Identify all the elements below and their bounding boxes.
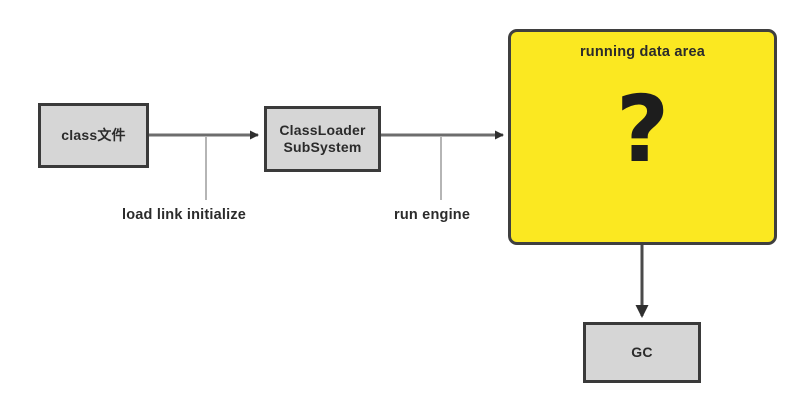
node-running-data-area-label: running data area: [579, 44, 706, 60]
node-classloader-label-line1: ClassLoader: [279, 121, 366, 138]
node-classloader-subsystem[interactable]: ClassLoader SubSystem: [264, 106, 381, 172]
node-classloader-text: ClassLoader SubSystem: [279, 122, 365, 157]
node-classloader-label-line2: SubSystem: [283, 139, 362, 155]
edge-label-load-link-initialize: load link initialize: [122, 207, 247, 223]
node-running-data-area[interactable]: running data area ?: [508, 29, 777, 245]
edge-label-run-engine: run engine: [394, 207, 471, 223]
node-gc[interactable]: GC: [583, 322, 701, 383]
node-gc-label: GC: [631, 343, 653, 360]
node-class-file[interactable]: class文件: [38, 103, 149, 168]
node-class-file-label: class文件: [61, 126, 126, 143]
question-mark-icon: ?: [615, 76, 670, 183]
